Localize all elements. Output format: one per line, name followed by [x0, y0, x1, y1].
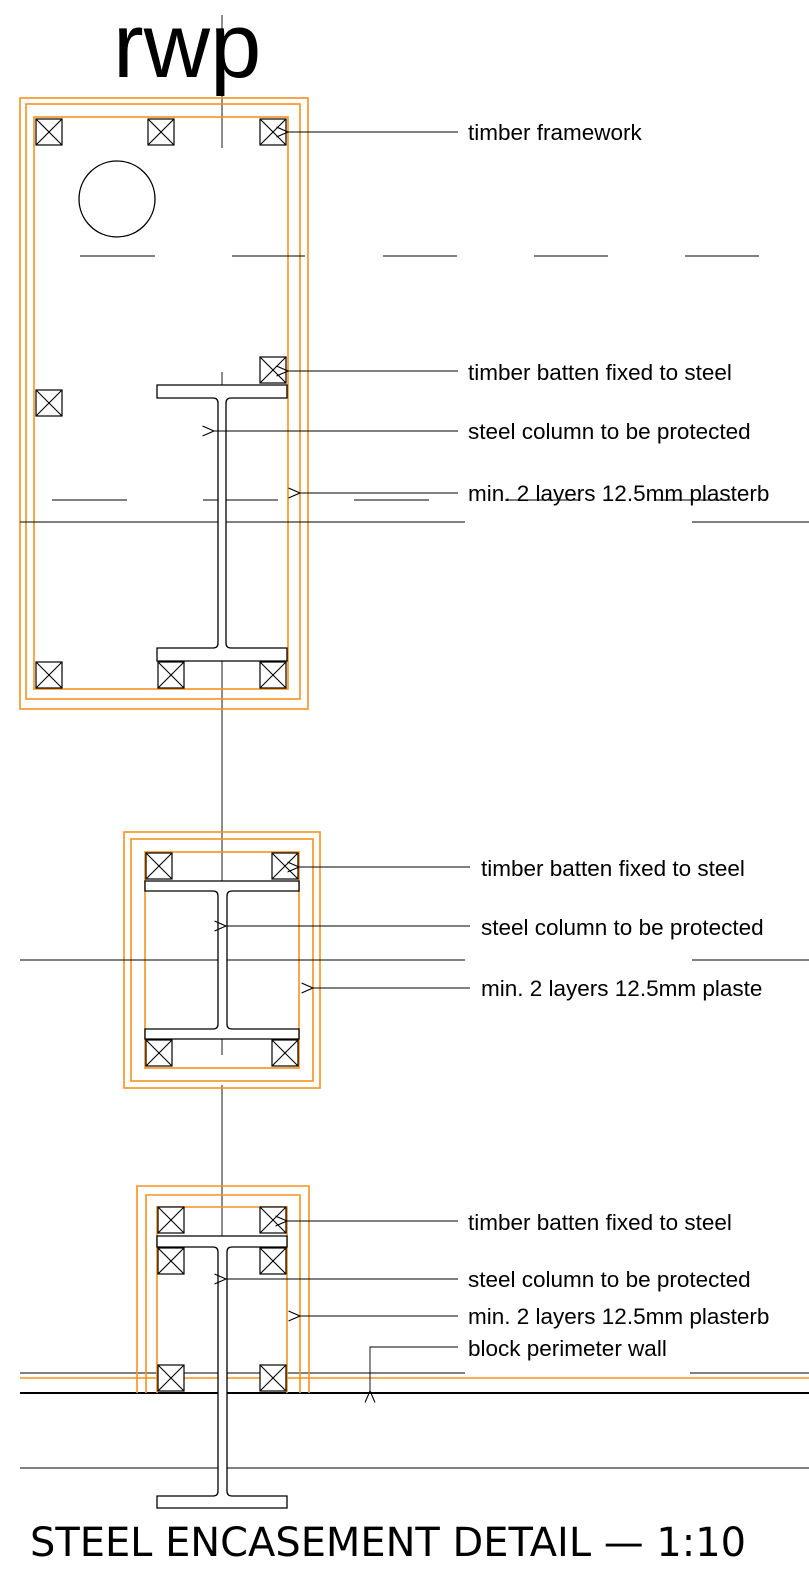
detail-3: timber batten fixed to steel steel colum…	[20, 1185, 809, 1509]
timber-batten-block	[145, 1039, 173, 1067]
plasterboard-inner	[33, 116, 289, 690]
timber-batten-block	[259, 661, 287, 689]
drawing-title: STEEL ENCASEMENT DETAIL — 1:10	[30, 1520, 746, 1566]
timber-batten-block	[271, 852, 299, 880]
steel-column-section	[144, 880, 300, 1040]
plasterboard-inner	[156, 1206, 288, 1393]
timber-batten-block	[259, 1247, 287, 1275]
plasterboard-outer	[19, 97, 309, 710]
rwp-pipe	[78, 160, 156, 238]
plasterboard-outer	[136, 1185, 310, 1393]
timber-batten-block	[157, 1364, 185, 1392]
leader-block-wall	[370, 1346, 458, 1391]
timber-batten-block	[259, 356, 287, 384]
timber-batten-block	[157, 1247, 185, 1275]
label-timber-framework: timber framework	[468, 120, 643, 145]
label-block-wall: block perimeter wall	[468, 1336, 667, 1361]
steel-column-section	[156, 1235, 288, 1509]
timber-framework-block	[35, 389, 63, 417]
timber-batten-block	[145, 852, 173, 880]
timber-batten-block	[259, 1364, 287, 1392]
plasterboard-middle	[145, 1194, 301, 1393]
timber-framework-block	[35, 661, 63, 689]
timber-batten-block	[157, 661, 185, 689]
plasterboard-middle	[25, 103, 301, 700]
label-steel-column: steel column to be protected	[468, 419, 751, 444]
timber-batten-block	[259, 1206, 287, 1234]
label-timber-batten: timber batten fixed to steel	[481, 856, 745, 881]
label-steel-column: steel column to be protected	[468, 1267, 751, 1292]
steel-column-section	[156, 384, 288, 662]
label-timber-batten: timber batten fixed to steel	[468, 1210, 732, 1235]
timber-batten-block	[157, 1206, 185, 1234]
label-steel-column: steel column to be protected	[481, 915, 764, 940]
timber-framework-block	[259, 118, 287, 146]
detail-2: timber batten fixed to steel steel colum…	[20, 831, 809, 1089]
label-timber-batten: timber batten fixed to steel	[468, 360, 732, 385]
label-plasterboard: min. 2 layers 12.5mm plasterb	[468, 1304, 769, 1329]
rwp-marker-label: rwp	[113, 0, 261, 97]
timber-framework-block	[147, 118, 175, 146]
timber-framework-block	[35, 118, 63, 146]
label-plasterboard: min. 2 layers 12.5mm plasterb	[468, 481, 769, 506]
label-plasterboard: min. 2 layers 12.5mm plaste	[481, 976, 762, 1001]
timber-batten-block	[271, 1039, 299, 1067]
detail-1: timber framework timber batten fixed to …	[19, 97, 809, 710]
